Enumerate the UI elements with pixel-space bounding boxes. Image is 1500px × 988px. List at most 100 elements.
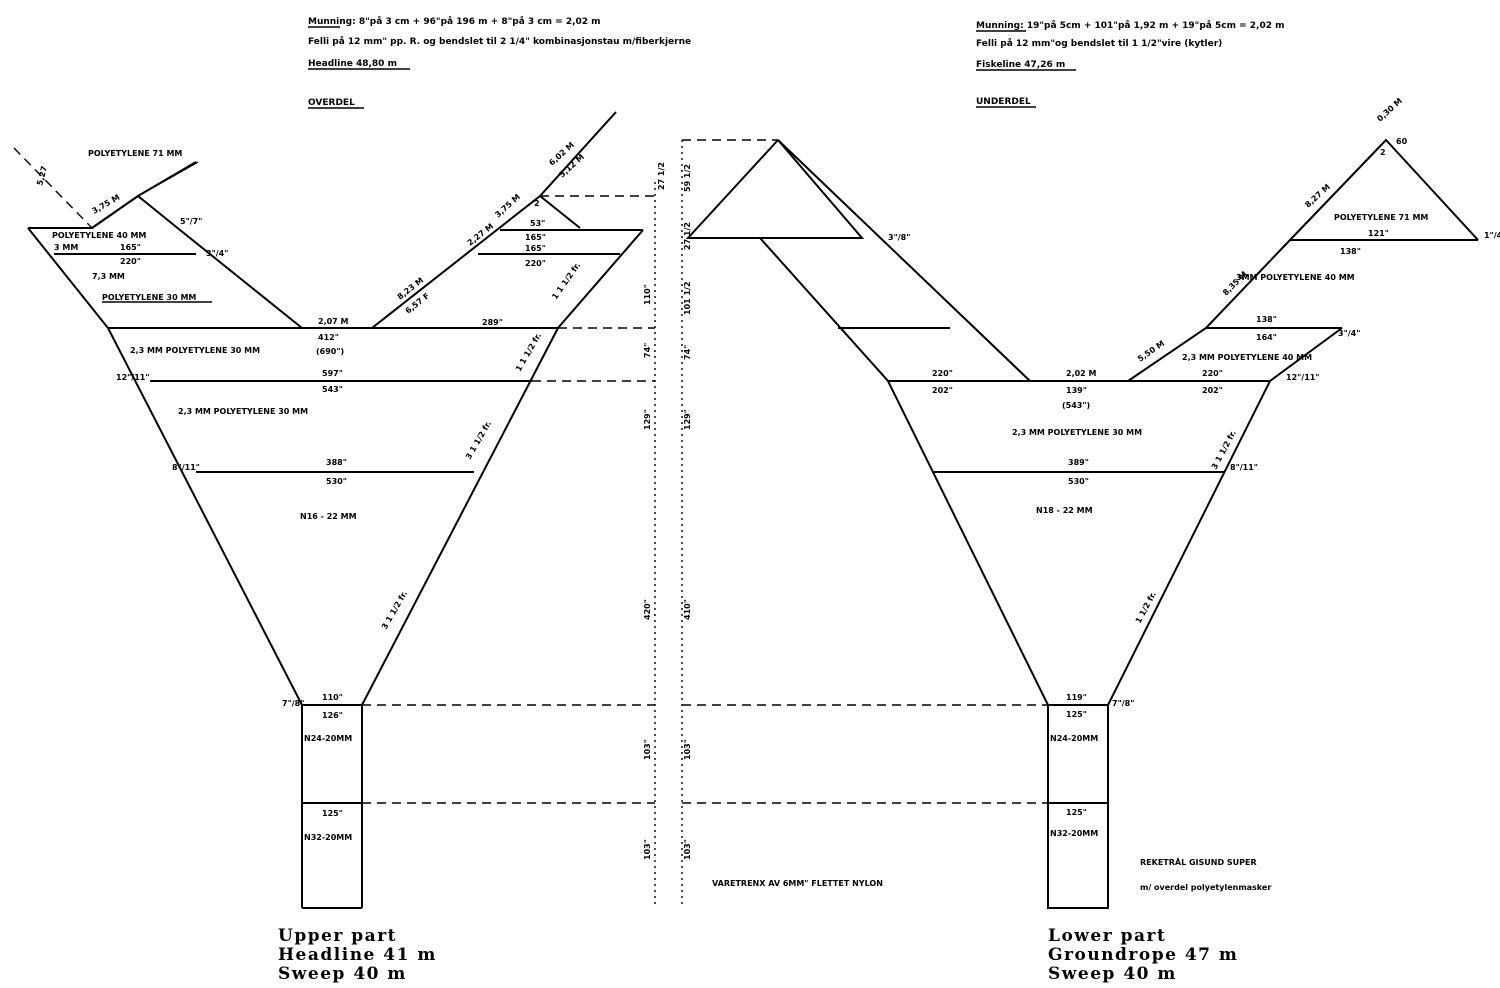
lower-right-upper (1127, 138, 1479, 382)
header-right: Munning: 19"på 5cm + 101"på 1,92 m + 19"… (976, 20, 1285, 108)
lower-length: 2,02 M (1066, 369, 1097, 378)
lower-material-n32: N32-20MM (1050, 829, 1098, 838)
scale-label: 129" (683, 409, 692, 430)
scale-label: 59 1/2 (683, 164, 692, 192)
lower-value: 202" (932, 386, 953, 395)
header-right-line1: Munning: 19"på 5cm + 101"på 1,92 m + 19"… (976, 20, 1285, 31)
upper-value: 530" (326, 477, 347, 486)
upper-ratio: 5"/7" (180, 217, 202, 226)
lower-ratio: 7"/8" (1112, 699, 1134, 708)
upper-left-outline (27, 227, 303, 908)
caption-upper-title: Upper part (278, 926, 397, 946)
scale-label: 420" (643, 599, 652, 620)
upper-edge-label: 1 1 1/2 fr. (550, 261, 582, 301)
section-label-underdel: UNDERDEL (976, 97, 1031, 107)
lower-value: 139" (1066, 386, 1087, 395)
upper-value: 543" (322, 385, 343, 394)
lower-value: 164" (1256, 333, 1277, 342)
upper-value: 289" (482, 318, 503, 327)
header-right-line2: Felli på 12 mm"og bendslet til 1 1/2"vir… (976, 38, 1222, 49)
lower-left-inner (759, 237, 1271, 909)
upper-value: 125" (322, 809, 343, 818)
lower-material-top: POLYETYLENE 71 MM (1334, 213, 1428, 222)
caption-lower-groundrope: Groundrope 47 m (1048, 945, 1238, 965)
lower-value: 220" (1202, 369, 1223, 378)
trawl-title: REKETRÅL GISUND SUPER (1140, 857, 1257, 867)
upper-length: 2 (534, 199, 540, 208)
upper-length: 3,75 M (91, 193, 122, 216)
upper-material-n16: N16 - 22 MM (300, 512, 357, 521)
section-label-overdel: OVERDEL (308, 98, 355, 108)
lower-ratio: 3"/4" (1338, 329, 1360, 338)
upper-mesh-7-3: 7,3 MM (92, 272, 125, 281)
scale-label: 74" (683, 345, 692, 360)
upper-material-30c: 2,3 MM POLYETYLENE 30 MM (178, 407, 308, 416)
upper-part-net (13, 111, 655, 909)
lower-value: 389" (1068, 458, 1089, 467)
upper-value: 220" (120, 257, 141, 266)
upper-ratio: 12"/11" (116, 373, 150, 382)
upper-length: 5,27 (35, 165, 49, 186)
upper-left-wing-triangle (91, 194, 303, 329)
lower-material-30a: 2,3 MM POLYETYLENE 40 MM (1182, 353, 1312, 362)
upper-value: 388" (326, 458, 347, 467)
upper-value: 165" (120, 243, 141, 252)
caption-lower-sweep: Sweep 40 m (1048, 964, 1177, 984)
lower-length: 60 (1396, 137, 1408, 146)
upper-ratio: 7"/8" (282, 699, 304, 708)
upper-material-30a: POLYETYLENE 30 MM (102, 293, 196, 302)
lower-material-n24: N24-20MM (1050, 734, 1098, 743)
upper-material-n24: N24-20MM (304, 734, 352, 743)
lower-value: 202" (1202, 386, 1223, 395)
upper-length: 3,75 M (493, 192, 522, 219)
header-left-line2: Felli på 12 mm" pp. R. og bendslet til 2… (308, 36, 691, 47)
lower-length: 5,50 M (1136, 339, 1166, 364)
lower-value: (543") (1062, 401, 1090, 410)
lower-part-net (682, 138, 1479, 909)
lower-ratio: 1"/4" (1484, 231, 1500, 240)
lower-ratio: 8"/11" (1230, 463, 1258, 472)
upper-material-n32: N32-20MM (304, 833, 352, 842)
lower-value: 125" (1066, 710, 1087, 719)
lower-left-outline (685, 139, 865, 239)
scale-label: 103" (683, 739, 692, 760)
center-scale: 27 1/2 110" 74" 129" 420" 103" 103" 59 1… (643, 140, 692, 908)
scale-label: 27 1/2 (657, 162, 666, 190)
lower-value: 220" (932, 369, 953, 378)
caption-upper-sweep: Sweep 40 m (278, 964, 407, 984)
header-left-line3: Headline 48,80 m (308, 59, 397, 69)
lower-length: 2 (1380, 148, 1386, 157)
lower-value: 119" (1066, 693, 1087, 702)
upper-value: 165" (525, 233, 546, 242)
lower-ratio: 12"/11" (1286, 373, 1320, 382)
scale-label: 74" (643, 343, 652, 358)
lower-value: 138" (1256, 315, 1277, 324)
header-right-line3: Fiskeline 47,26 m (976, 60, 1065, 70)
lower-ratio: 3"/8" (888, 233, 910, 242)
scale-label: 101 1/2 (683, 281, 692, 315)
header-left-line1: Munning: 8"på 3 cm + 96"på 196 m + 8"på … (308, 16, 601, 27)
upper-ratio: 8"/11" (172, 463, 200, 472)
captions: Upper part Headline 41 m Sweep 40 m Lowe… (278, 926, 1238, 984)
lower-material-30b: 2,3 MM POLYETYLENE 30 MM (1012, 428, 1142, 437)
lower-length: 8,27 M (1303, 182, 1332, 209)
upper-edge-label: 3 1 1/2 fr. (464, 419, 493, 461)
trawl-subtitle: m/ overdel polyetylenmasker (1140, 883, 1271, 892)
lower-edge-label: 1 1/2 fr. (1134, 590, 1158, 625)
scale-label: 103" (683, 839, 692, 860)
upper-value: 126" (322, 711, 343, 720)
caption-lower-title: Lower part (1048, 926, 1166, 946)
header-left: Munning: 8"på 3 cm + 96"på 196 m + 8"på … (308, 16, 691, 109)
upper-value: 53" (530, 219, 545, 228)
lower-part-labels: POLYETYLENE 71 MM 3MM POLYETYLENE 40 MM … (888, 96, 1500, 838)
upper-part-labels: POLYETYLENE 71 MM POLYETYLENE 40 MM 3 MM… (35, 140, 586, 842)
upper-top-triangle-edge (137, 161, 199, 197)
upper-material-wing: POLYETYLENE 40 MM (52, 231, 146, 240)
upper-ratio: 3"/4" (206, 249, 228, 258)
lower-value: 138" (1340, 247, 1361, 256)
upper-right-triangle-edge (539, 195, 581, 229)
upper-value: (690") (316, 347, 344, 356)
scale-label: 110" (643, 284, 652, 305)
lower-value: 125" (1066, 808, 1087, 817)
